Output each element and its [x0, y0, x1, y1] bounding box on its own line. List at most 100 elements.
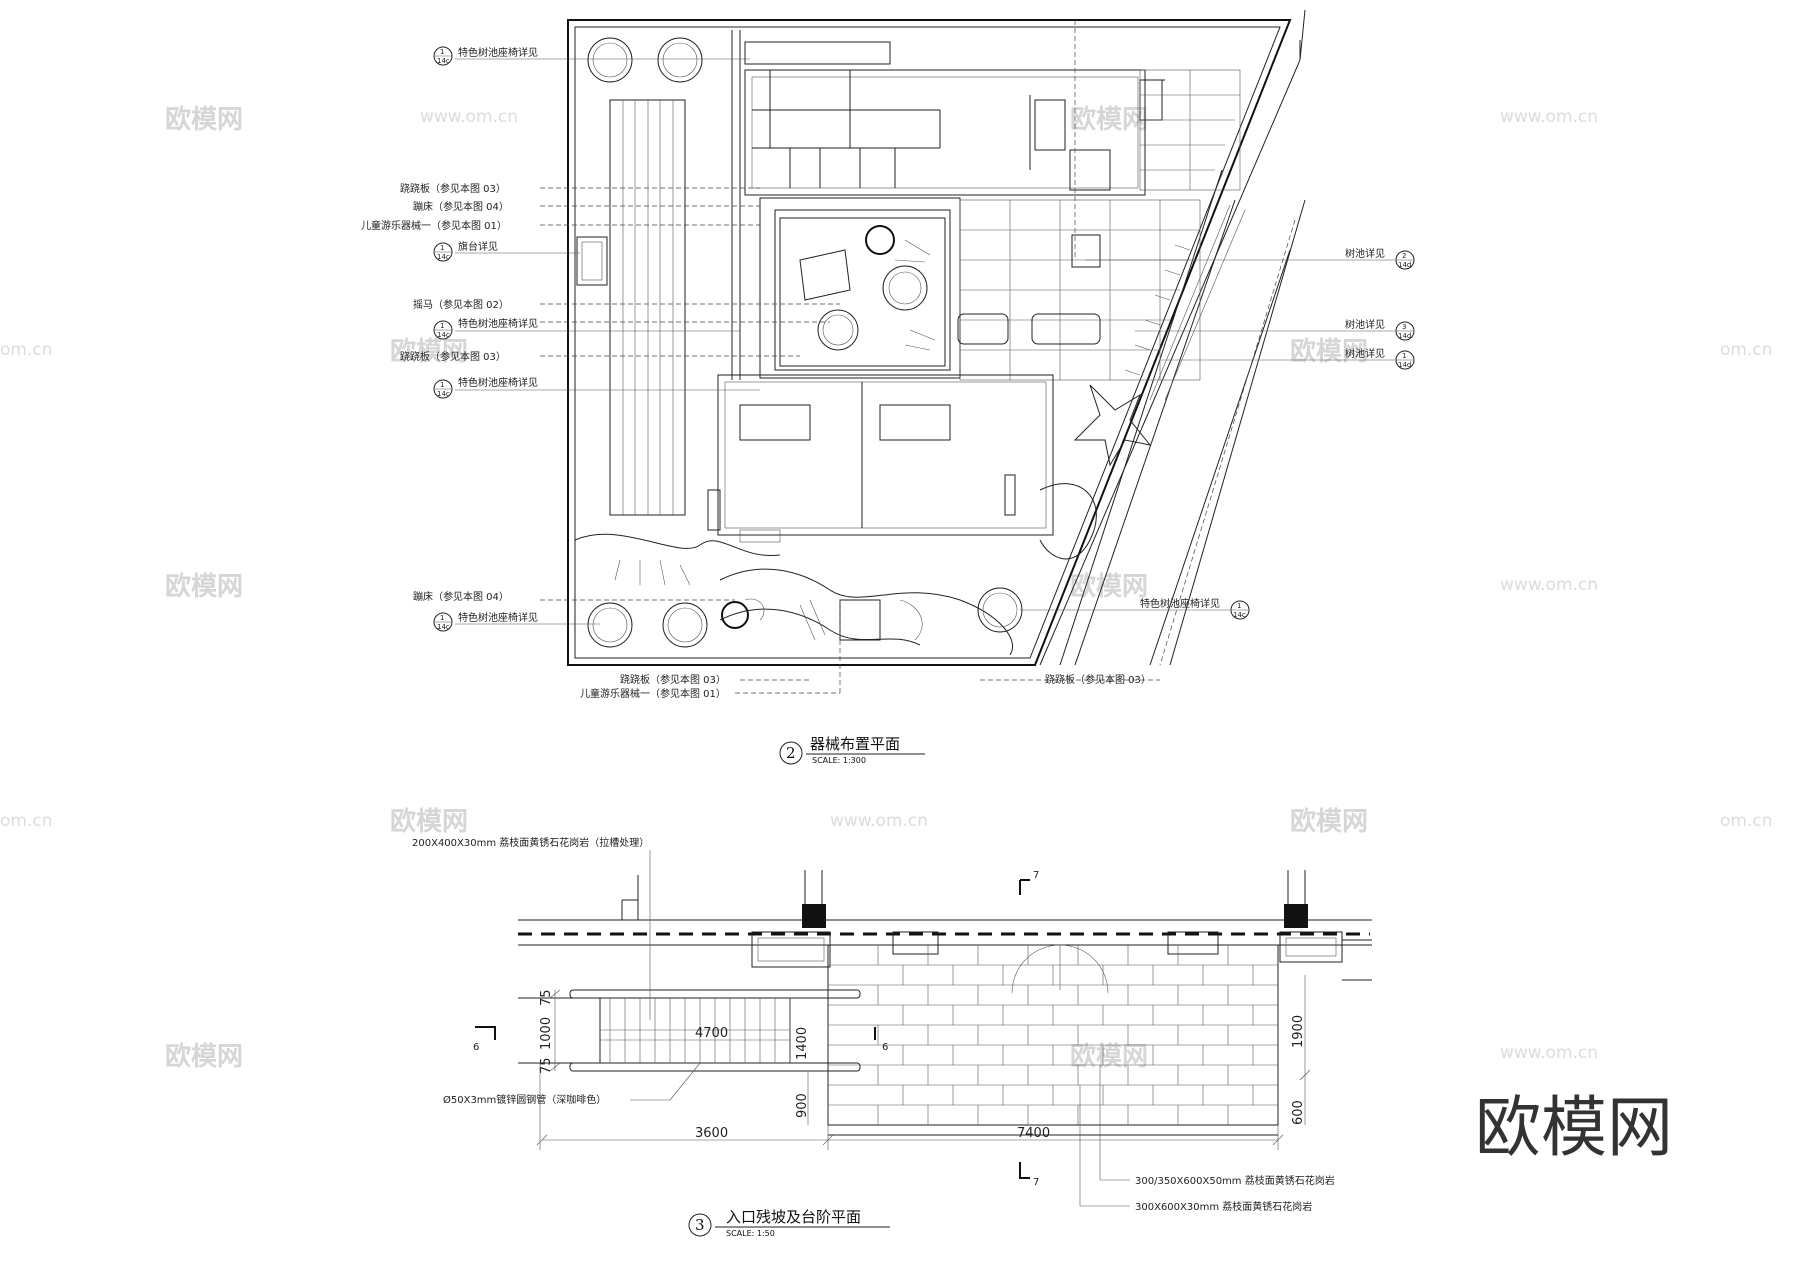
note-steel-pipe: Ø50X3mm镀锌圆钢管（深咖啡色）	[443, 1093, 606, 1106]
svg-text:1: 1	[440, 322, 444, 330]
bench	[957, 313, 1009, 345]
watermark-brand: 欧模网	[1070, 571, 1148, 602]
watermark-layer: 欧模网 www.om.cn 欧模网 www.om.cn om.cn 欧模网 欧模…	[0, 104, 1773, 1166]
note-granite-paving-a: 300/350X600X50mm 荔枝面黄锈石花岗岩	[1135, 1174, 1335, 1187]
door-swing	[1011, 944, 1061, 994]
ramp-scale: SCALE: 1:50	[726, 1229, 775, 1238]
callout-label: 树池详见	[1345, 347, 1385, 360]
svg-text:1: 1	[440, 381, 444, 389]
door-swing	[1059, 944, 1109, 994]
callout-label: 特色树池座椅详见	[458, 611, 538, 624]
callout-label: 特色树池座椅详见	[1140, 597, 1220, 610]
callout-label: 儿童游乐器械一（参见本图 01）	[361, 219, 507, 232]
watermark-url: www.om.cn	[1500, 107, 1598, 127]
road-line	[1059, 169, 1223, 666]
tree-pool	[587, 602, 633, 648]
tree-pool	[817, 309, 859, 351]
site-boundary-inner	[574, 26, 1281, 659]
watermark-url: www.om.cn	[830, 811, 928, 831]
leader-lines	[540, 20, 1160, 694]
svg-text:6: 6	[473, 1042, 479, 1053]
watermark-url: www.om.cn	[1500, 1043, 1598, 1063]
tree-pool	[882, 265, 928, 311]
ramp-notes: 200X400X30mm 荔枝面黄锈石花岗岩（拉槽处理） Ø50X3mm镀锌圆钢…	[412, 836, 1335, 1213]
dim-75: 75	[539, 1057, 554, 1074]
road-centerline	[1159, 219, 1296, 666]
ramp-title: 入口残坡及台阶平面	[726, 1208, 861, 1226]
svg-text:7: 7	[1033, 1177, 1039, 1188]
plan-callouts-bottom: 跷跷板（参见本图 03） 儿童游乐器械一（参见本图 01） 跷跷板（参见本图 0…	[580, 673, 1151, 700]
planter	[751, 931, 831, 968]
plan-scale: SCALE: 1:300	[812, 756, 866, 765]
watermark-brand: 欧模网	[1070, 104, 1148, 135]
watermark-brand: 欧模网	[165, 1041, 243, 1072]
column	[802, 904, 826, 928]
callout-label: 特色树池座椅详见	[458, 376, 538, 389]
callout: 树池详见 2 14d	[1085, 247, 1415, 270]
svg-text:14c: 14c	[437, 623, 450, 631]
svg-text:14c: 14c	[437, 57, 450, 65]
tree-pool	[662, 602, 708, 648]
callout-label: 蹦床（参见本图 04）	[413, 590, 509, 603]
callout: 1 14c 特色树池座椅详见	[433, 317, 740, 340]
callout-label: 旗台详见	[458, 240, 498, 253]
plan-callouts-left: 1 14c 特色树池座椅详见 跷跷板（参见本图 03） 蹦床（参见本图 04） …	[361, 46, 760, 632]
callout-label: 蹦床（参见本图 04）	[413, 200, 509, 213]
watermark-url: om.cn	[1720, 811, 1773, 831]
watermark-brand: 欧模网	[165, 571, 243, 602]
plan-title-block: 2 器械布置平面 SCALE: 1:300	[779, 735, 925, 765]
callout-label: 跷跷板（参见本图 03）	[400, 182, 506, 195]
dim-1900: 1900	[1291, 1015, 1306, 1048]
svg-text:1: 1	[440, 614, 444, 622]
dim-900: 900	[795, 1093, 810, 1118]
svg-text:2: 2	[1402, 252, 1406, 260]
planting-star	[1073, 384, 1152, 467]
callout-label: 特色树池座椅详见	[458, 46, 538, 59]
note-granite-grooved: 200X400X30mm 荔枝面黄锈石花岗岩（拉槽处理）	[412, 836, 649, 849]
dim-4700: 4700	[695, 1026, 728, 1041]
dim-1000: 1000	[539, 1017, 554, 1050]
bench	[1031, 313, 1101, 345]
svg-text:14c: 14c	[1233, 611, 1246, 619]
ramp	[518, 989, 861, 1072]
callout: 树池详见 1 14d	[1160, 347, 1415, 370]
svg-text:7: 7	[1033, 870, 1039, 881]
svg-text:14c: 14c	[437, 390, 450, 398]
section-mark-top	[1019, 879, 1030, 895]
watermark-url: om.cn	[0, 340, 53, 360]
callout: 1 14c 特色树池座椅详见	[433, 376, 760, 399]
flag-platform	[576, 236, 608, 286]
garden-lower	[574, 384, 1152, 656]
svg-text:6: 6	[882, 1042, 888, 1053]
column	[1284, 904, 1308, 928]
watermark-brand: 欧模网	[1290, 336, 1368, 367]
ramp-plan: 75 1000 75 1400 4700 3600 7400 900 1900 …	[412, 836, 1372, 1238]
planter	[1279, 931, 1343, 963]
dim-1400: 1400	[795, 1027, 810, 1060]
site-plan	[540, 9, 1306, 694]
building-upper	[744, 41, 1165, 196]
plan-title: 器械布置平面	[810, 735, 900, 753]
callout: 1 14c 特色树池座椅详见	[433, 611, 600, 632]
callout-label: 摇马（参见本图 02）	[413, 298, 509, 311]
dim-3600: 3600	[695, 1126, 728, 1141]
paving-brick-joints	[877, 945, 1254, 1125]
svg-text:14c: 14c	[437, 253, 450, 261]
ramp-index: 3	[695, 1216, 705, 1234]
svg-text:1: 1	[440, 48, 444, 56]
svg-text:3: 3	[1402, 323, 1406, 331]
lawn-strips	[609, 99, 686, 516]
watermark-logo-large: 欧模网	[1475, 1089, 1673, 1166]
ramp-title-block: 3 入口残坡及台阶平面 SCALE: 1:50	[688, 1208, 890, 1238]
handrail	[569, 989, 861, 999]
planter	[1167, 931, 1219, 955]
play-equipment-seesaw	[799, 249, 851, 301]
courtyard	[759, 197, 961, 379]
callout-label: 跷跷板（参见本图 03）	[1045, 673, 1151, 686]
section-marks: 6 6 7 7	[473, 870, 1039, 1188]
road-line	[1074, 199, 1236, 666]
watermark-brand: 欧模网	[390, 806, 468, 837]
building-lower	[707, 374, 1054, 543]
svg-text:1: 1	[440, 244, 444, 252]
play-equipment-trampoline	[721, 601, 749, 629]
